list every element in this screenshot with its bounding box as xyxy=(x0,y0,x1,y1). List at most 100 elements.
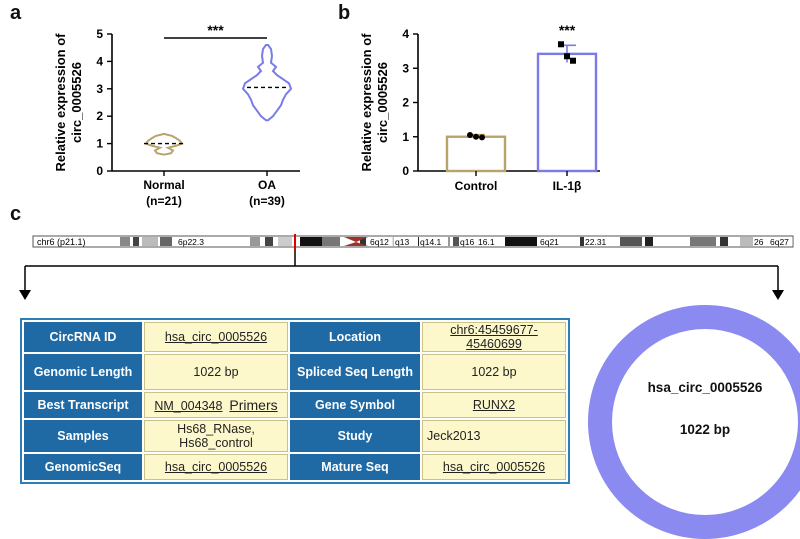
violin-shape xyxy=(144,133,184,156)
chromosome-band xyxy=(265,237,273,246)
panel-label-a: a xyxy=(10,2,22,24)
value-mature-seq[interactable]: hsa_circ_0005526 xyxy=(422,454,566,480)
key-spliced-length: Spliced Seq Length xyxy=(290,354,420,390)
key-study: Study xyxy=(290,420,420,452)
data-point xyxy=(473,133,479,140)
value-gene-symbol[interactable]: RUNX2 xyxy=(422,392,566,418)
data-point xyxy=(558,41,564,48)
band-label: 22.31 xyxy=(585,237,607,247)
table-row: Best Transcript NM_004348 Primers Gene S… xyxy=(24,392,566,418)
y-axis-label: Relative expression of xyxy=(53,33,68,172)
band-label-bg xyxy=(539,237,563,246)
value-genomic-seq[interactable]: hsa_circ_0005526 xyxy=(144,454,288,480)
chromosome-band xyxy=(740,237,762,246)
value-study: Jeck2013 xyxy=(422,420,566,452)
band-label: q14.1 xyxy=(420,237,442,247)
ring-circrna-id: hsa_circ_0005526 xyxy=(647,380,763,395)
key-mature-seq: Mature Seq xyxy=(290,454,420,480)
table-row: CircRNA ID hsa_circ_0005526 Location chr… xyxy=(24,322,566,352)
band-label-bg xyxy=(369,237,393,246)
x-tick-label: Normal xyxy=(143,178,184,192)
band-label: 26 xyxy=(754,237,764,247)
y-tick-label: 4 xyxy=(96,54,103,68)
x-tick-label: (n=21) xyxy=(146,194,182,208)
band-label: 6q21 xyxy=(540,237,559,247)
value-samples: Hs68_RNase, Hs68_control xyxy=(144,420,288,452)
y-tick-label: 3 xyxy=(96,82,103,96)
band-label: 16.1 xyxy=(478,237,495,247)
chromosome-band xyxy=(142,237,158,246)
y-axis-label: circ_0005526 xyxy=(69,62,84,143)
y-tick-label: 4 xyxy=(402,27,409,41)
table-row: GenomicSeq hsa_circ_0005526 Mature Seq h… xyxy=(24,454,566,480)
panel-label-c: c xyxy=(10,203,22,225)
chromosome-band xyxy=(322,237,340,246)
band-label-bg xyxy=(769,237,793,246)
key-location: Location xyxy=(290,322,420,352)
band-label: q16 xyxy=(460,237,474,247)
band-label: 6p22.3 xyxy=(178,237,204,247)
band-label-bg xyxy=(394,237,413,246)
y-tick-label: 2 xyxy=(402,96,409,110)
key-genomic-length: Genomic Length xyxy=(24,354,142,390)
key-best-transcript: Best Transcript xyxy=(24,392,142,418)
value-location[interactable]: chr6:45459677-45460699 xyxy=(422,322,566,352)
band-label-bg xyxy=(584,237,613,246)
chromosome-band xyxy=(133,237,139,246)
data-point xyxy=(570,57,576,64)
genomic-seq-link[interactable]: hsa_circ_0005526 xyxy=(164,460,268,474)
transcript-link[interactable]: NM_004348 xyxy=(154,399,223,413)
arrow-right-icon xyxy=(772,290,784,300)
y-tick-label: 1 xyxy=(96,137,103,151)
chromosome-band xyxy=(720,237,728,246)
mature-seq-link[interactable]: hsa_circ_0005526 xyxy=(442,460,546,474)
gene-symbol-link[interactable]: RUNX2 xyxy=(472,398,516,412)
y-tick-label: 3 xyxy=(402,61,409,75)
value-genomic-length: 1022 bp xyxy=(144,354,288,390)
band-label: 6q12 xyxy=(370,237,389,247)
key-genomic-seq: GenomicSeq xyxy=(24,454,142,480)
chromosome-band xyxy=(250,237,260,246)
value-circrna-id[interactable]: hsa_circ_0005526 xyxy=(144,322,288,352)
table-row: Samples Hs68_RNase, Hs68_control Study J… xyxy=(24,420,566,452)
y-axis-label: circ_0005526 xyxy=(375,62,390,143)
chromosome-label: chr6 (p21.1) xyxy=(37,237,86,247)
y-tick-label: 2 xyxy=(96,109,103,123)
x-tick-label: Control xyxy=(455,179,498,193)
circrna-id-link[interactable]: hsa_circ_0005526 xyxy=(164,330,268,344)
band-label-bg xyxy=(177,237,212,246)
band-label-bg xyxy=(419,237,448,246)
band-label: q13 xyxy=(395,237,409,247)
significance-label: *** xyxy=(559,22,576,38)
panel-label-b: b xyxy=(338,2,351,24)
location-link[interactable]: chr6:45459677-45460699 xyxy=(450,323,538,351)
data-point xyxy=(479,134,485,141)
circrna-info-table: CircRNA ID hsa_circ_0005526 Location chr… xyxy=(20,318,570,484)
chromosome-band xyxy=(645,237,653,246)
arrow-left-icon xyxy=(19,290,31,300)
centromere xyxy=(344,237,368,246)
y-tick-label: 1 xyxy=(402,130,409,144)
data-point xyxy=(467,132,473,139)
primers-link[interactable]: Primers xyxy=(229,397,278,413)
chromosome-ideogram: chr6 (p21.1) 6p22.3 6q12 q13 q14.1 q16 16.1 6q… xyxy=(19,234,794,300)
key-gene-symbol: Gene Symbol xyxy=(290,392,420,418)
band-label-bg xyxy=(753,237,766,246)
chromosome-band xyxy=(300,237,322,246)
chromosome-band xyxy=(160,237,172,246)
key-circrna-id: CircRNA ID xyxy=(24,322,142,352)
value-spliced-length: 1022 bp xyxy=(422,354,566,390)
band-label-bg xyxy=(459,237,478,246)
band-label: 6q27 xyxy=(770,237,789,247)
significance-label: *** xyxy=(207,22,224,38)
chromosome-band xyxy=(278,237,292,246)
x-tick-label: (n=39) xyxy=(249,194,285,208)
y-tick-label: 0 xyxy=(402,164,409,178)
x-tick-label: IL-1β xyxy=(553,179,582,193)
key-samples: Samples xyxy=(24,420,142,452)
y-axis-label: Relative expression of xyxy=(359,33,374,172)
chromosome-frame xyxy=(32,235,794,248)
